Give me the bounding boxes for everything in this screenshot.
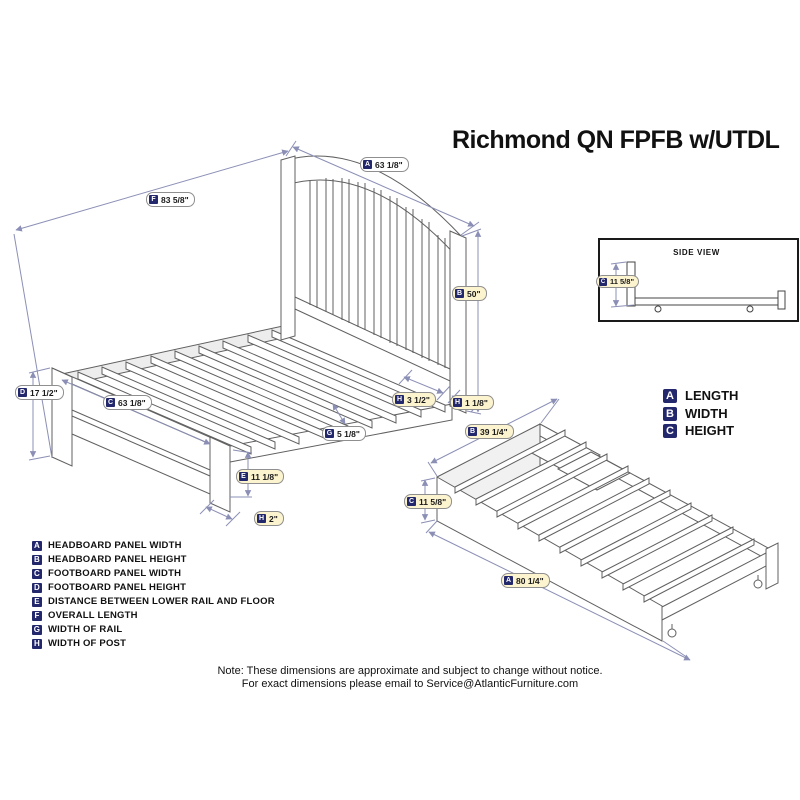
dim-trundle-length: A 80 1/4" — [501, 573, 550, 588]
key-letter-badge: A — [663, 388, 677, 403]
dim-value: 50" — [467, 288, 481, 299]
legend-row-e: E DISTANCE BETWEEN LOWER RAIL AND FLOOR — [32, 596, 275, 607]
dim-value: 11 1/8" — [251, 471, 279, 482]
legend-letter-badge: H — [32, 638, 42, 649]
legend-row-g: G WIDTH OF RAIL — [32, 624, 122, 635]
legend-label: OVERALL LENGTH — [48, 610, 138, 621]
dim-footboard-panel-width: C 63 1/8" — [103, 395, 152, 410]
footnote-line1: Note: These dimensions are approximate a… — [217, 665, 603, 677]
abc-key-width: B WIDTH — [663, 406, 728, 421]
dim-value: 80 1/4" — [516, 575, 544, 586]
dim-letter-badge: G — [325, 429, 334, 438]
side-view-title: SIDE VIEW — [673, 248, 720, 257]
bed-diagram — [51, 155, 467, 513]
key-label: WIDTH — [685, 406, 728, 421]
legend-row-f: F OVERALL LENGTH — [32, 610, 138, 621]
key-label: HEIGHT — [685, 423, 735, 438]
footnote-line2: For exact dimensions please email to Ser… — [241, 678, 579, 690]
legend-row-c: C FOOTBOARD PANEL WIDTH — [32, 568, 181, 579]
legend-label: WIDTH OF POST — [48, 638, 127, 649]
dim-letter-badge: H — [453, 398, 462, 407]
dim-letter-badge: E — [239, 472, 248, 481]
dim-letter-badge: A — [363, 160, 372, 169]
dim-value: 11 5/8" — [610, 277, 634, 286]
dim-rail-to-floor: E 11 1/8" — [236, 469, 285, 484]
dim-sideview-height: C 11 5/8" — [596, 275, 639, 288]
legend-letter-badge: C — [32, 568, 42, 579]
dim-value: 17 1/2" — [30, 387, 58, 398]
dim-letter-badge: H — [395, 395, 404, 404]
dim-value: 63 1/8" — [375, 159, 403, 170]
legend-label: HEADBOARD PANEL WIDTH — [48, 540, 182, 551]
legend-row-h: H WIDTH OF POST — [32, 638, 126, 649]
key-label: LENGTH — [685, 388, 739, 403]
dim-value: 2" — [269, 513, 278, 524]
dim-letter-badge: H — [257, 514, 266, 523]
dim-overall-length: F 83 5/8" — [146, 192, 195, 207]
dim-post-width-a: H 3 1/2" — [392, 392, 436, 407]
legend-letter-badge: F — [32, 610, 42, 621]
dim-rail-width: G 5 1/8" — [322, 426, 366, 441]
page-title: Richmond QN FPFB w/UTDL — [452, 126, 780, 154]
dim-value: 63 1/8" — [118, 397, 146, 408]
legend-label: WIDTH OF RAIL — [48, 624, 123, 635]
abc-key-height: C HEIGHT — [663, 423, 734, 438]
legend-letter-badge: A — [32, 540, 42, 551]
dim-letter-badge: B — [468, 427, 477, 436]
dim-value: 83 5/8" — [161, 194, 189, 205]
dim-footboard-panel-height: D 17 1/2" — [15, 385, 64, 400]
dim-letter-badge: C — [599, 277, 607, 286]
dim-headboard-panel-width: A 63 1/8" — [360, 157, 409, 172]
dim-letter-badge: B — [455, 289, 464, 298]
footnote: Note: These dimensions are approximate a… — [170, 665, 650, 691]
dim-letter-badge: C — [407, 497, 416, 506]
dim-trundle-width: B 39 1/4" — [465, 424, 514, 439]
legend-row-a: A HEADBOARD PANEL WIDTH — [32, 540, 182, 551]
dim-value: 5 1/8" — [337, 428, 360, 439]
abc-key-length: A LENGTH — [663, 388, 738, 403]
dim-value: 3 1/2" — [407, 394, 430, 405]
dim-letter-badge: A — [504, 576, 513, 585]
dim-value: 39 1/4" — [480, 426, 508, 437]
legend-letter-badge: G — [32, 624, 42, 635]
legend-label: DISTANCE BETWEEN LOWER RAIL AND FLOOR — [48, 596, 275, 607]
dim-post-width-b: H 1 1/8" — [450, 395, 494, 410]
dim-letter-badge: F — [149, 195, 158, 204]
legend-letter-badge: D — [32, 582, 42, 593]
key-letter-badge: B — [663, 406, 677, 421]
legend-letter-badge: E — [32, 596, 42, 607]
dim-letter-badge: D — [18, 388, 27, 397]
legend-row-b: B HEADBOARD PANEL HEIGHT — [32, 554, 187, 565]
dim-trundle-height: C 11 5/8" — [404, 494, 453, 509]
dim-letter-badge: C — [106, 398, 115, 407]
trundle-diagram — [436, 423, 779, 642]
legend-label: FOOTBOARD PANEL WIDTH — [48, 568, 182, 579]
dim-value: 11 5/8" — [419, 496, 447, 507]
legend-label: FOOTBOARD PANEL HEIGHT — [48, 582, 187, 593]
legend-letter-badge: B — [32, 554, 42, 565]
legend-label: HEADBOARD PANEL HEIGHT — [48, 554, 187, 565]
key-letter-badge: C — [663, 423, 677, 438]
dim-post-width-c: H 2" — [254, 511, 284, 526]
dim-headboard-panel-height: B 50" — [452, 286, 487, 301]
dim-value: 1 1/8" — [465, 397, 488, 408]
legend-row-d: D FOOTBOARD PANEL HEIGHT — [32, 582, 186, 593]
dimension-lines — [13, 140, 691, 661]
